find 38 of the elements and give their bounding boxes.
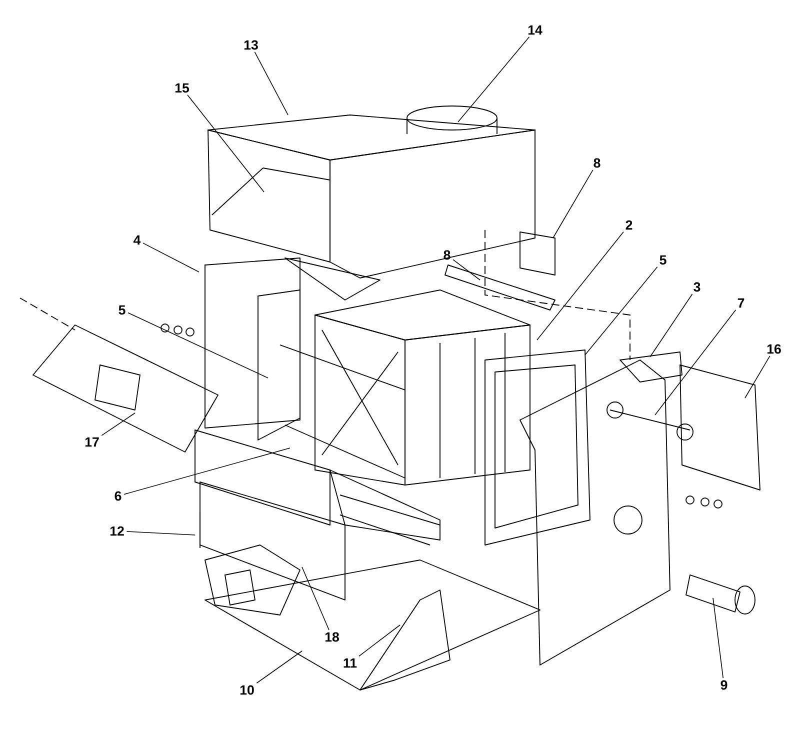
leader-line <box>187 94 264 192</box>
callout-number: 18 <box>325 632 339 642</box>
callout-number: 17 <box>85 437 99 447</box>
leader-line <box>256 650 302 684</box>
callout-number: 8 <box>594 158 600 168</box>
callout-number: 5 <box>118 305 126 315</box>
leader-line <box>358 624 400 657</box>
leader-line <box>128 312 268 378</box>
leader-line <box>650 294 693 358</box>
leader-line <box>302 566 330 630</box>
leader-line <box>712 598 724 678</box>
leader-line <box>458 36 530 122</box>
callout-number: 11 <box>344 658 357 668</box>
callout-number: 4 <box>134 235 141 245</box>
leader-line <box>101 412 136 436</box>
callout-number: 16 <box>767 344 781 354</box>
callout-number: 2 <box>626 220 632 230</box>
leader-line <box>584 266 658 356</box>
callout-number: 9 <box>720 680 728 690</box>
callout-number: 3 <box>694 282 700 292</box>
leader-line <box>552 170 594 238</box>
callout-number: 15 <box>175 83 190 93</box>
callout-number: 8 <box>444 250 450 260</box>
leader-line <box>126 531 196 536</box>
callout-number: 7 <box>738 298 744 308</box>
leader-line <box>142 242 200 272</box>
callout-number: 14 <box>528 25 542 35</box>
callout-number: 10 <box>240 685 254 695</box>
leader-line <box>654 309 736 416</box>
leader-line <box>254 52 288 116</box>
leader-line <box>536 232 624 340</box>
callout-number: 12 <box>110 526 124 536</box>
callout-number: 13 <box>244 40 258 50</box>
leader-line <box>744 356 770 398</box>
callout-number: 5 <box>660 255 666 265</box>
callout-number: 6 <box>114 491 122 501</box>
leader-line <box>124 448 290 495</box>
leader-line <box>452 259 480 280</box>
